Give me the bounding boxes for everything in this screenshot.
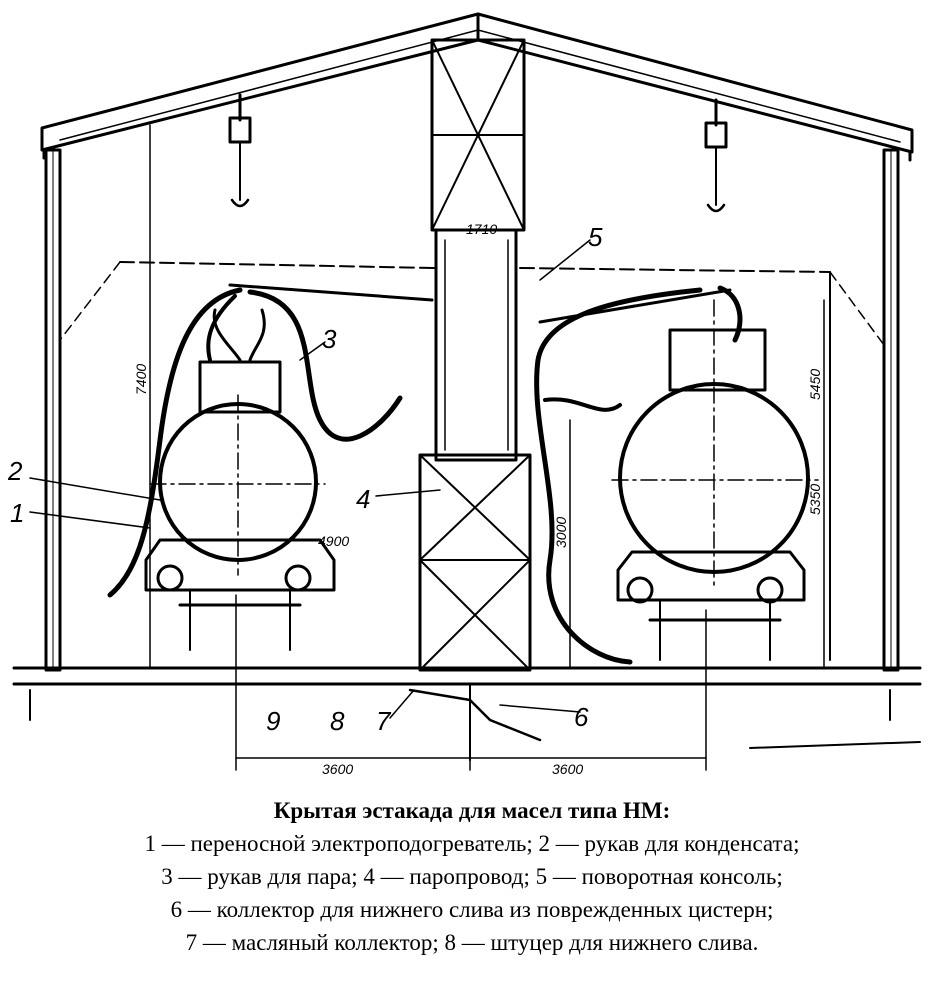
- hoist-left: [228, 93, 252, 208]
- caption-title: Крытая эстакада для масел типа НМ:: [273, 798, 671, 823]
- label-1: 1: [10, 498, 24, 528]
- dimension-7400: 7400: [133, 364, 149, 395]
- dimension-3600-left: 3600: [322, 761, 353, 777]
- building-columns: [44, 148, 900, 672]
- callout-leaders: [29, 239, 591, 719]
- hoses: [107, 285, 743, 665]
- caption-line-4: 7 — масляный коллектор; 8 — штуцер для н…: [185, 930, 759, 955]
- dimension-5350: 5350: [807, 484, 823, 515]
- steam-tower: [418, 38, 532, 672]
- dimension-3600-right: 3600: [552, 761, 583, 777]
- label-8: 8: [330, 706, 345, 736]
- hoist-right: [704, 98, 728, 213]
- caption-line-3: 6 — коллектор для нижнего слива из повре…: [170, 897, 774, 922]
- dimension-4900: 4900: [318, 533, 349, 549]
- dimension-1710: 1710: [466, 221, 497, 237]
- label-3: 3: [322, 324, 337, 354]
- label-2: 2: [7, 456, 23, 486]
- tank-car-right: [611, 299, 819, 661]
- label-6: 6: [574, 702, 589, 732]
- dimension-3000: 3000: [553, 517, 569, 548]
- label-4: 4: [356, 484, 370, 514]
- caption-line-1: 1 — переносной электроподогреватель; 2 —…: [144, 831, 800, 856]
- estakada-drawing: 2 1 3 4 5 6 7 8 9 7400 5450 5350 3000 49…: [7, 12, 922, 777]
- rotary-console-right: [519, 267, 885, 661]
- label-9: 9: [266, 706, 280, 736]
- caption-line-2: 3 — рукав для пара; 4 — паропровод; 5 — …: [161, 864, 783, 889]
- dimension-lines: [149, 124, 921, 771]
- label-7: 7: [376, 706, 392, 736]
- tank-car-left: [144, 308, 336, 651]
- dimension-5450: 5450: [807, 369, 823, 400]
- figure-caption: Крытая эстакада для масел типа НМ: 1 — п…: [0, 795, 944, 959]
- rotary-console-left: [59, 261, 437, 341]
- label-5: 5: [588, 222, 603, 252]
